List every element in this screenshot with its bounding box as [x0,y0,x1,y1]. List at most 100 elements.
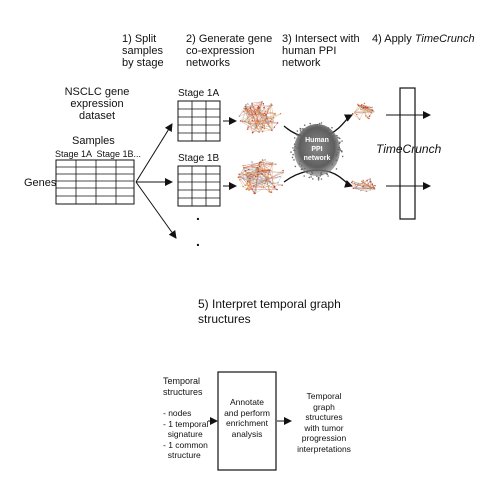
network-node [282,169,284,172]
network-edge [245,106,265,127]
network-node [351,181,353,184]
network-node [274,112,276,115]
network-node [247,103,249,105]
network-edge [351,182,364,187]
network-node [242,165,244,167]
network-edge [255,107,265,128]
network-edge [269,169,275,187]
network-node [268,176,270,179]
network-edge [243,186,248,189]
network-node [364,108,366,111]
ppi-speckle [317,176,320,179]
temporal-structures-title: Temporal structures [163,376,203,397]
network-node [255,183,257,185]
network-node [368,115,371,117]
genes-label: Genes [24,177,57,189]
ppi-speckle [306,171,309,174]
ppi-speckle [294,165,297,168]
network-node [254,112,257,115]
step-4-label: 4) Apply TimeCrunch [372,33,475,45]
network-node [356,113,358,116]
network-node [369,178,371,180]
ppi-speckle [317,177,320,180]
network-node [246,110,248,112]
ppi-speckle [302,129,305,132]
expression-matrix [55,159,135,205]
network-node [246,128,249,130]
ppi-speckle [320,171,323,174]
network-node [246,177,248,179]
network-edge [255,162,261,177]
network-edge [366,188,375,192]
network-edge [271,117,274,131]
network-edge [245,182,250,186]
ppi-speckle [339,148,341,150]
network-node [268,169,270,171]
network-node [259,165,261,168]
network-edge [353,188,367,192]
network-edge [243,167,245,179]
step-2-label: 2) Generate gene co-expression networks [186,33,273,69]
ppi-speckle [294,145,296,148]
network-node [257,121,260,123]
network-node [245,173,247,175]
ppi-speckle [316,123,319,126]
ppi-speckle [292,153,294,156]
network-node [368,117,370,120]
ppi-speckle [320,122,323,124]
network-node [261,173,263,175]
network-node [251,120,253,122]
network-edge [245,105,272,107]
network-node [282,171,284,174]
network-node [257,109,259,111]
network-node [363,183,366,185]
ellipsis-dot-1: . [196,207,200,223]
network-edge [356,110,373,115]
network-node [362,108,364,110]
ppi-speckle [299,130,302,132]
ppi-speckle [308,176,311,179]
network-edge [248,121,270,127]
network-node [272,162,274,164]
ppi-speckle [331,163,334,166]
network-node [362,179,364,181]
network-edge [352,113,360,120]
intersected-network-1a [352,102,375,121]
network-node [261,126,264,128]
network-edge [255,183,273,194]
network-node [360,189,362,192]
network-edge [245,174,250,191]
network-edge [262,114,267,117]
network-node [357,182,360,185]
network-edge [247,111,249,122]
network-node [266,116,268,118]
network-node [264,182,266,185]
network-node [248,189,250,191]
network-edge [262,160,277,165]
network-node [272,117,275,119]
network-node [261,159,264,161]
network-edge [247,173,249,179]
network-edge [243,162,260,166]
dataset-title: NSCLC gene expression dataset [64,86,130,122]
ppi-speckle [336,153,338,156]
network-node [250,165,253,167]
network-node [254,192,256,194]
network-node [358,118,361,121]
network-node [248,122,250,125]
network-node [279,175,281,178]
ppi-speckle [324,169,327,171]
ppi-speckle [322,127,324,130]
ppi-speckle [310,176,312,178]
network-node [257,106,259,108]
network-node [271,163,273,166]
network-edge [255,170,259,192]
ppi-speckle [296,147,298,149]
network-node [258,131,260,133]
network-node [263,112,265,115]
ppi-speckle [327,127,330,129]
interpretations-text: Temporal graph structures with tumor pro… [297,391,351,454]
split-arrow-more [135,181,177,239]
network-node [263,106,265,109]
network-node [271,182,273,185]
